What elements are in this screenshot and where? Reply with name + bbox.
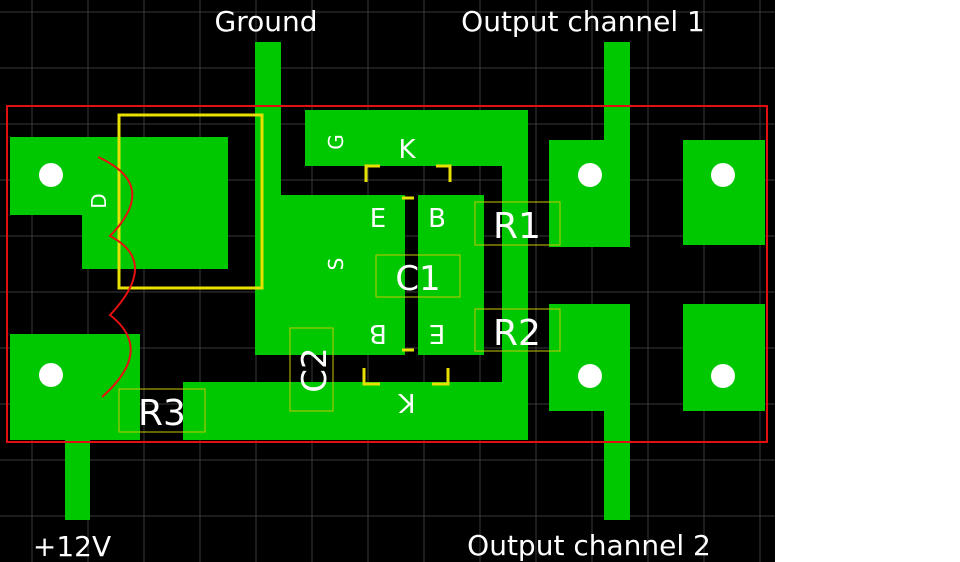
label-s: S: [324, 258, 348, 271]
hole-vcc: [39, 363, 63, 387]
pcb-layout: R1 R2 C1 R3 C2 D G S K E B B E K Ground …: [0, 0, 775, 562]
label-e-bottom: E: [429, 318, 445, 348]
label-k-top: K: [398, 135, 416, 165]
inductor-silkscreen: [97, 156, 136, 398]
copper-layer: [10, 42, 765, 520]
hole-out2: [578, 364, 602, 388]
r2-box: [474, 308, 561, 352]
hole-diode: [39, 163, 63, 187]
bottom-bar: [183, 382, 528, 440]
label-r3: R3: [138, 393, 186, 434]
label-g: G: [324, 134, 348, 150]
label-e-top: E: [370, 204, 386, 234]
output1-right-pad: [683, 140, 765, 245]
label-vcc: +12V: [33, 530, 111, 562]
ground-trace: [255, 42, 281, 202]
label-r2: R2: [493, 313, 541, 354]
transistor-silkscreen: [362, 164, 452, 386]
component-boxes: [118, 201, 561, 433]
vcc-trace: [65, 440, 90, 520]
vcc-pad: [10, 334, 140, 440]
diode-silkscreen: [117, 113, 264, 290]
output1-trace: [604, 42, 630, 152]
c2-box: [289, 327, 334, 412]
pcb-board-canvas: R1 R2 C1 R3 C2 D G S K E B B E K Ground …: [0, 0, 775, 562]
eb-right-block: [418, 195, 484, 355]
label-c2: C2: [295, 347, 335, 392]
r1-box: [474, 201, 561, 246]
c1-box: [375, 254, 461, 298]
output2-trace: [604, 400, 630, 520]
label-ground: Ground: [215, 5, 318, 38]
label-output-channel-1: Output channel 1: [461, 5, 705, 38]
hole-out2-right: [711, 364, 735, 388]
grid: [0, 0, 775, 562]
pad-holes: [39, 163, 735, 388]
label-b-top: B: [428, 204, 446, 234]
output2-pad: [549, 304, 630, 411]
hole-out1-right: [711, 163, 735, 187]
output1-pad: [549, 140, 630, 247]
label-d: D: [87, 193, 111, 208]
label-k-bottom: K: [398, 387, 416, 417]
label-r1: R1: [493, 206, 541, 247]
label-b-bottom: B: [369, 318, 387, 348]
hole-out1: [578, 163, 602, 187]
board-outline: [6, 105, 768, 443]
label-output-channel-2: Output channel 2: [467, 529, 711, 562]
gate-bar: [305, 110, 528, 166]
diode-pad-block: [82, 137, 228, 269]
label-c1: C1: [395, 259, 440, 299]
r3-box: [118, 388, 206, 433]
output2-right-pad: [683, 304, 765, 411]
